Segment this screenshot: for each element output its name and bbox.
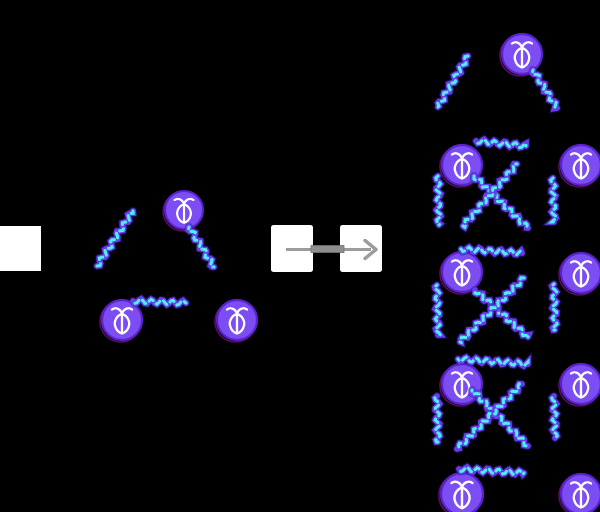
- edge-squiggle-row-link: [455, 462, 528, 481]
- seed-bug-icon: [450, 259, 474, 287]
- seed-bug-icon: [510, 41, 534, 69]
- result-graph: [430, 32, 600, 512]
- seed-bug-icon: [569, 481, 593, 509]
- seed-bug-icon: [225, 307, 249, 335]
- edge-squiggle-rail-left: [431, 172, 447, 229]
- edge-squiggle-cross: [467, 386, 532, 450]
- edge-squiggle-rail-right: [541, 174, 561, 226]
- organism-node: [439, 250, 484, 295]
- edge-squiggle-cross: [459, 160, 521, 234]
- edge-squiggle-cross: [469, 172, 532, 232]
- edge-squiggle-rail-right: [547, 280, 562, 334]
- organism-node: [99, 298, 144, 343]
- seed-bug-icon: [450, 152, 474, 180]
- organism-node: [499, 32, 544, 77]
- edge-squiggle-cross: [456, 273, 528, 349]
- input-box: [0, 226, 41, 271]
- seed-bug-icon: [450, 480, 474, 510]
- edge-squiggle-row-link: [454, 351, 532, 371]
- edge-squiggle-top-diagonal-right: [527, 66, 561, 114]
- seed-bug-icon: [569, 152, 593, 180]
- seed-bug-icon: [450, 371, 474, 399]
- edge-squiggle-rail-right: [547, 392, 562, 442]
- transform-arrow: [286, 238, 378, 261]
- arrow-head-icon: [363, 238, 378, 261]
- edge-squiggle-side-left: [93, 207, 138, 270]
- organism-node: [558, 472, 600, 512]
- edge-squiggle-cross: [453, 379, 526, 453]
- organism-node: [214, 298, 259, 343]
- edge-squiggle-cross: [471, 286, 535, 341]
- edge-squiggle-top-diagonal-left: [433, 52, 472, 111]
- seed-bug-icon: [173, 197, 195, 224]
- edge-squiggle-side-right: [183, 223, 218, 271]
- edge-squiggle-row-link: [472, 134, 530, 153]
- edge-squiggle-rail-left: [430, 392, 445, 446]
- edge-squiggle-row-link: [457, 242, 526, 259]
- transform-step: [271, 225, 382, 272]
- edge-squiggle-rail-left: [430, 281, 449, 339]
- seed-bug-icon: [569, 260, 593, 288]
- seed-bug-icon: [569, 371, 593, 399]
- seed-bug-icon: [110, 307, 134, 335]
- organism-node: [162, 189, 205, 232]
- organism-node: [558, 362, 600, 407]
- edge-squiggle-bottom: [129, 293, 190, 310]
- organism-node: [558, 143, 600, 188]
- source-graph: [93, 189, 259, 343]
- organism-node: [558, 251, 600, 296]
